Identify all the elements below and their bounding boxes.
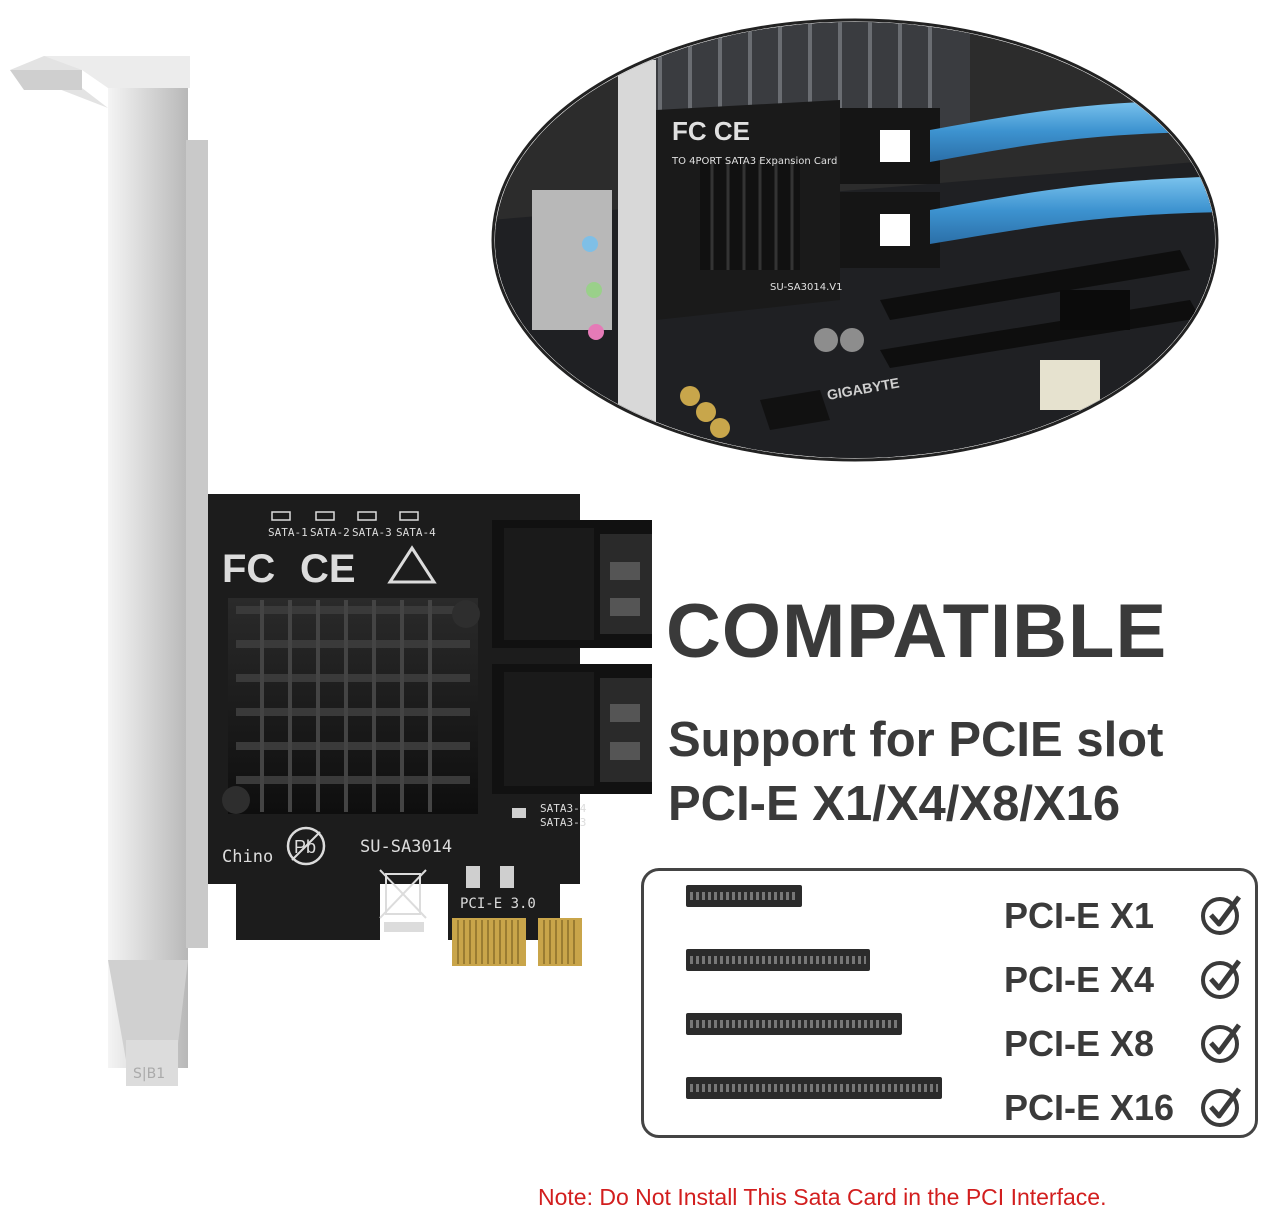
slot-label-x1: PCI-E X1 [1004, 895, 1155, 936]
pcie-x16-slot-icon [686, 1077, 942, 1099]
card-model-label: SU-SA3014 [360, 837, 452, 857]
fc-mark: FC [222, 547, 275, 591]
checkmark-circle-icon [1201, 1023, 1242, 1063]
esd-warning-icon [387, 545, 437, 584]
slot-label-x4: PCI-E X4 [1004, 959, 1155, 1000]
pcie-x8-slot-icon [686, 1013, 902, 1035]
pcie-x1-slot-icon [686, 885, 802, 907]
card-bus-label: PCI-E 3.0 [460, 896, 536, 912]
pcie-x4-slot-icon [686, 949, 870, 971]
checkmark-circle-icon [1201, 895, 1242, 935]
svg-text:FC: FC [222, 547, 275, 591]
photo-card-model: SU-SA3014.V1 [770, 282, 842, 293]
compatible-headline: COMPATIBLE [666, 589, 1168, 674]
slot-label-x16: PCI-E X16 [1004, 1087, 1175, 1128]
checkmark-circle-icon [1201, 959, 1242, 999]
svg-text:Pb: Pb [294, 837, 316, 857]
svg-text:FC CE: FC CE [672, 116, 750, 146]
pci-warning-note: Note: Do Not Install This Sata Card in t… [538, 1184, 1107, 1210]
slot-row-x8: PCI-E X8 [644, 1013, 1255, 1073]
slot-label-x8: PCI-E X8 [1004, 1023, 1155, 1064]
svg-text:S|B1: S|B1 [133, 1066, 165, 1082]
slot-row-x4: PCI-E X4 [644, 949, 1255, 1009]
sata-port-label-3: SATA-3 [352, 526, 392, 539]
photo-card-text: TO 4PORT SATA3 Expansion Card [671, 156, 837, 167]
checkmark-circle-icon [1201, 1087, 1242, 1127]
weee-bin-icon [379, 869, 427, 932]
sata-port-label-2: SATA-2 [310, 526, 350, 539]
installed-card-photo: FC CE TO 4PORT SATA3 Expansion Card SU-S… [491, 18, 1219, 462]
sata-port-label-1: SATA-1 [268, 526, 308, 539]
svg-text:CE: CE [300, 547, 356, 591]
card-brand-label: Chino [222, 847, 273, 867]
sata-label-bottom-1: SATA3-4 [540, 802, 587, 815]
sata-expansion-card: FC CE Pb SATA-1 SATA-2 SATA-3 SATA-4 SAT… [208, 494, 652, 966]
pb-free-icon: Pb [286, 826, 326, 866]
metal-bracket: S|B1 [10, 56, 208, 1086]
sata-label-bottom-2: SATA3-3 [540, 816, 586, 829]
pcie-support-subtitle: Support for PCIE slot [668, 713, 1164, 767]
sata-port-label-4: SATA-4 [396, 526, 436, 539]
ce-mark: CE [300, 547, 356, 591]
slot-compatibility-panel: PCI-E X1 PCI-E X4 PCI-E X8 PCI-E X16 [641, 868, 1258, 1138]
slot-row-x1: PCI-E X1 [644, 885, 1255, 945]
slot-row-x16: PCI-E X16 [644, 1077, 1255, 1137]
pcie-slot-list-subtitle: PCI-E X1/X4/X8/X16 [668, 777, 1121, 831]
sata-port-top [492, 520, 652, 648]
sata-port-bottom [492, 664, 652, 794]
